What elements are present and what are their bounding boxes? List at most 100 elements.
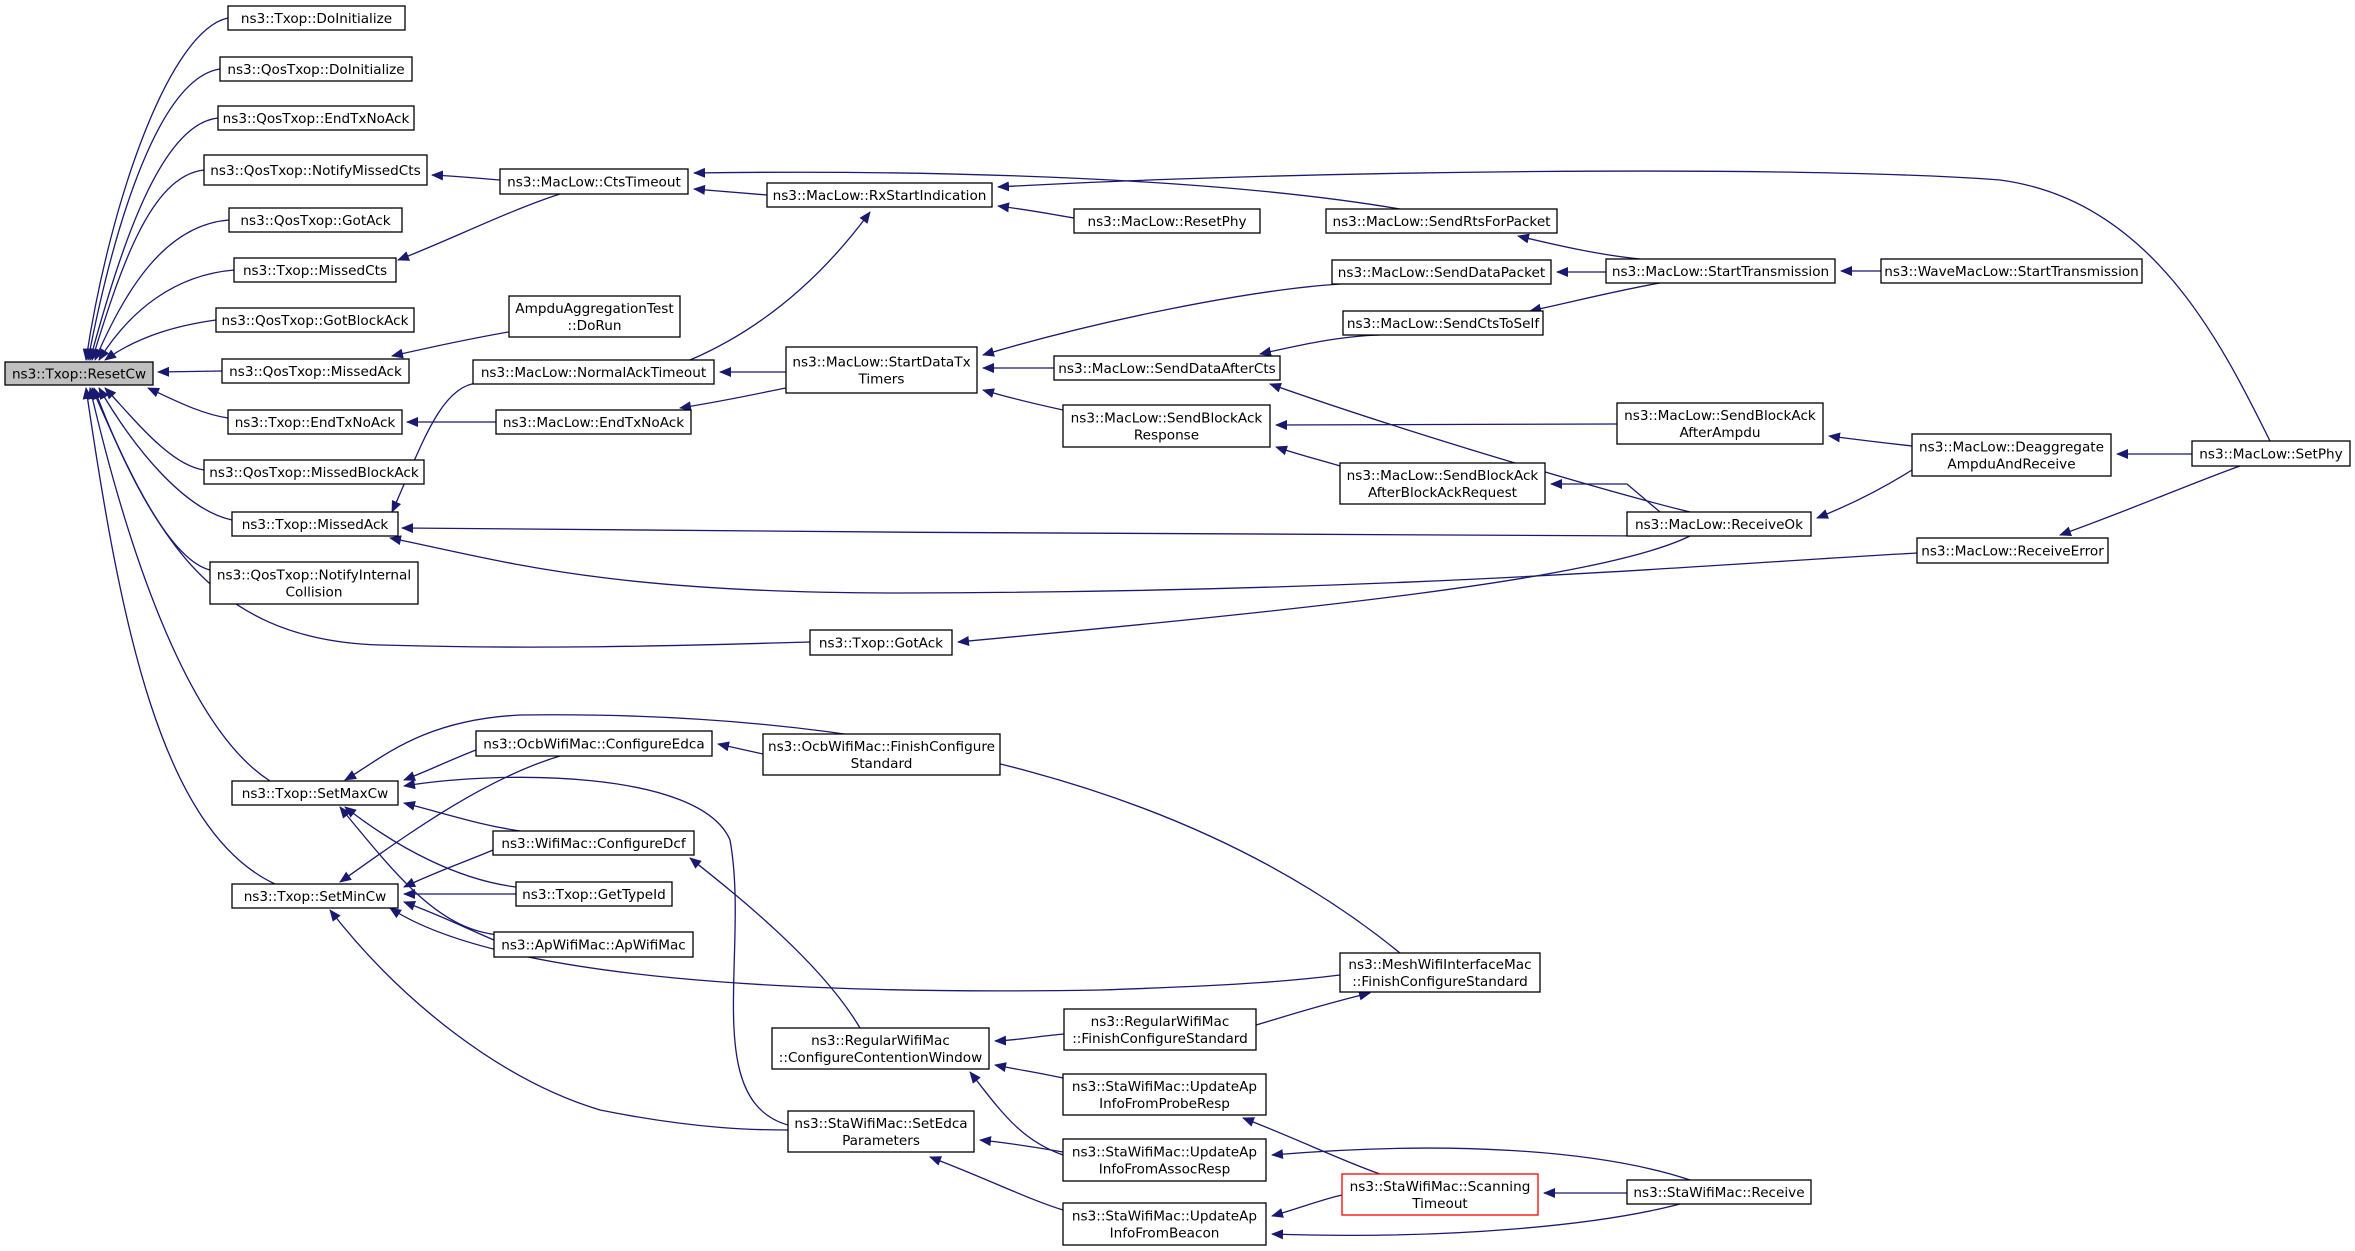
node-box — [1062, 1138, 1267, 1182]
node-ml_sendctstoself[interactable]: ns3::MacLow::SendCtsToSelf — [1342, 310, 1544, 336]
node-ml_ctstimeout[interactable]: ns3::MacLow::CtsTimeout — [499, 168, 689, 195]
edge-sta_setedca-to-txop_setmincw — [329, 909, 789, 1131]
node-ml_starttransmission[interactable]: ns3::MacLow::StartTransmission — [1605, 258, 1836, 284]
node-label: ns3::MacLow::Deaggregate — [1919, 440, 2104, 456]
node-ml_setphy[interactable]: ns3::MacLow::SetPhy — [2191, 440, 2351, 467]
node-ml_senddatapacket[interactable]: ns3::MacLow::SendDataPacket — [1331, 259, 1552, 285]
node-box — [1062, 404, 1271, 448]
edge-ml_setphy-to-ml_receiveerror — [2059, 465, 2241, 537]
node-ml_sendrtsforpacket[interactable]: ns3::MacLow::SendRtsForPacket — [1325, 208, 1558, 234]
node-txop_gettypeid[interactable]: ns3::Txop::GetTypeId — [515, 881, 673, 907]
edge-ml_normalacktimeout-to-ml_rxstartindication — [689, 211, 871, 361]
node-ml_senddataafterects[interactable]: ns3::MacLow::SendDataAfterCts — [1053, 355, 1281, 381]
node-qos_endtxnoack[interactable]: ns3::QosTxop::EndTxNoAck — [217, 105, 415, 131]
node-apwifimac_apwifimac[interactable]: ns3::ApWifiMac::ApWifiMac — [493, 931, 694, 958]
node-resetcw[interactable]: ns3::Txop::ResetCw — [4, 361, 154, 386]
node-label: ns3::StaWifiMac::SetEdca — [794, 1116, 967, 1132]
node-label: ns3::Txop::DoInitialize — [241, 11, 392, 27]
edge-mesh_finishconfigure-to-txop_setmaxcw — [344, 714, 1401, 954]
node-box — [1339, 952, 1541, 993]
node-sta_receive[interactable]: ns3::StaWifiMac::Receive — [1626, 1179, 1812, 1205]
node-regular_configurecw[interactable]: ns3::RegularWifiMac::ConfigureContention… — [771, 1027, 990, 1070]
node-label: ns3::MacLow::RxStartIndication — [773, 188, 987, 204]
node-qos_missedack[interactable]: ns3::QosTxop::MissedAck — [221, 358, 410, 384]
node-ocb_finishconfigure[interactable]: ns3::OcbWifiMac::FinishConfigureStandard — [762, 733, 1001, 776]
node-ml_receiveok[interactable]: ns3::MacLow::ReceiveOk — [1626, 511, 1812, 537]
node-txop_setmincw[interactable]: ns3::Txop::SetMinCw — [231, 883, 399, 909]
node-layer: ns3::Txop::ResetCw ns3::Txop::DoInitializ… — [4, 5, 2351, 1246]
node-wml_starttransmission[interactable]: ns3::WaveMacLow::StartTransmission — [1880, 258, 2143, 284]
node-label: ns3::Txop::MissedAck — [242, 517, 389, 533]
node-box — [203, 154, 428, 186]
node-label: ns3::MacLow::SendCtsToSelf — [1347, 316, 1540, 332]
node-ml_sendblockackafterbar[interactable]: ns3::MacLow::SendBlockAckAfterBlockAckRe… — [1339, 462, 1546, 505]
node-txop_doinit[interactable]: ns3::Txop::DoInitialize — [227, 5, 406, 31]
node-label: ns3::RegularWifiMac — [811, 1033, 950, 1049]
node-label: ns3::Txop::EndTxNoAck — [235, 415, 396, 431]
node-box — [217, 105, 415, 131]
node-label: ns3::MacLow::SendDataAfterCts — [1058, 361, 1275, 377]
edge-txop_gotack-to-resetcw — [91, 387, 811, 648]
edge-ml_ctstimeout-to-txop_missedcts — [397, 193, 561, 261]
node-box — [221, 358, 410, 384]
node-txop_missedack[interactable]: ns3::Txop::MissedAck — [231, 511, 399, 537]
edge-ml_startdatatxtimers-to-ml_endtxnoack — [679, 387, 787, 412]
node-label: ns3::MacLow::SendBlockAck — [1347, 468, 1539, 484]
node-ocb_configureedca[interactable]: ns3::OcbWifiMac::ConfigureEdca — [475, 730, 713, 757]
node-txop_endtxnoack[interactable]: ns3::Txop::EndTxNoAck — [227, 409, 403, 435]
node-ml_resetphy[interactable]: ns3::MacLow::ResetPhy — [1073, 208, 1261, 234]
node-sta_updateassoc[interactable]: ns3::StaWifiMac::UpdateApInfoFromAssocRe… — [1062, 1138, 1267, 1182]
node-txop_gotack[interactable]: ns3::Txop::GotAck — [809, 629, 953, 656]
node-box — [492, 830, 695, 856]
node-box — [787, 1110, 975, 1153]
node-qos_gotblockack[interactable]: ns3::QosTxop::GotBlockAck — [215, 307, 415, 333]
node-qos_missedblockack[interactable]: ns3::QosTxop::MissedBlockAck — [203, 459, 425, 485]
edge-txop_setmaxcw-to-resetcw — [87, 387, 271, 782]
node-ml_rxstartindication[interactable]: ns3::MacLow::RxStartIndication — [766, 182, 993, 208]
node-box — [1880, 258, 2143, 284]
node-txop_missedcts[interactable]: ns3::Txop::MissedCts — [233, 257, 397, 283]
node-label: ns3::StaWifiMac::Scanning — [1350, 1179, 1531, 1195]
edge-sta_receive-to-sta_updatebeacon — [1271, 1203, 1681, 1240]
node-box — [1073, 208, 1261, 234]
node-box — [227, 409, 403, 435]
edge-layer — [82, 17, 2271, 1240]
node-label: ns3::QosTxop::GotBlockAck — [222, 313, 409, 329]
edge-ocb_configureedca-to-txop_setmincw — [339, 755, 561, 883]
node-ml_receiveerror[interactable]: ns3::MacLow::ReceiveError — [1916, 537, 2109, 564]
node-label: ::FinishConfigureStandard — [1352, 974, 1528, 990]
node-box — [809, 629, 953, 656]
node-ml_endtxnoack[interactable]: ns3::MacLow::EndTxNoAck — [495, 409, 692, 435]
node-ampdu_dorun[interactable]: AmpduAggregationTest::DoRun — [508, 295, 681, 338]
node-box — [1053, 355, 1281, 381]
node-label: ns3::OcbWifiMac::FinishConfigure — [768, 739, 995, 755]
node-box — [495, 409, 692, 435]
node-txop_setmaxcw[interactable]: ns3::Txop::SetMaxCw — [231, 780, 399, 806]
node-wifimac_configuredcf[interactable]: ns3::WifiMac::ConfigureDcf — [492, 830, 695, 856]
node-label: ns3::StaWifiMac::Receive — [1633, 1185, 1804, 1201]
edge-regular_finishconfigure-to-regular_configurecw — [994, 1033, 1065, 1046]
node-box — [771, 1027, 990, 1070]
node-regular_finishconfigure[interactable]: ns3::RegularWifiMac::FinishConfigureStan… — [1063, 1008, 1257, 1051]
node-qos_notifymissedcts[interactable]: ns3::QosTxop::NotifyMissedCts — [203, 154, 428, 186]
node-qos_doinit[interactable]: ns3::QosTxop::DoInitialize — [219, 56, 413, 82]
node-mesh_finishconfigure[interactable]: ns3::MeshWifiInterfaceMac::FinishConfigu… — [1339, 952, 1541, 993]
node-ml_normalacktimeout[interactable]: ns3::MacLow::NormalAckTimeout — [472, 359, 715, 385]
node-box — [1062, 1202, 1267, 1246]
node-box — [1339, 462, 1546, 505]
edge-ml_setphy-to-ml_rxstartindication — [997, 170, 2271, 442]
node-label: ns3::MacLow::StartTransmission — [1612, 264, 1829, 280]
node-qos_gotack[interactable]: ns3::QosTxop::GotAck — [228, 207, 403, 233]
node-label: Timeout — [1411, 1196, 1468, 1212]
node-box — [233, 257, 397, 283]
node-sta_updateprobe[interactable]: ns3::StaWifiMac::UpdateApInfoFromProbeRe… — [1062, 1073, 1267, 1116]
edge-apwifimac_apwifimac-to-txop_setmincw — [403, 901, 495, 941]
